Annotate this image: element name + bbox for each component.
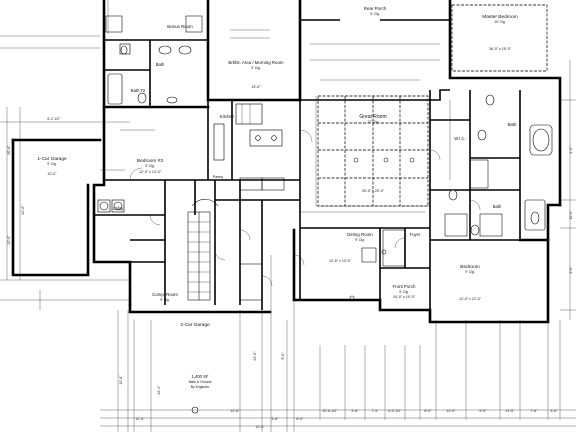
dim-g1: 22'-4" — [157, 385, 161, 395]
dim-b2: 20'-6 1/2" — [322, 409, 338, 413]
label-bedroom-2: Bedroom — [460, 264, 479, 270]
dim-b5: 6'-0 1/2" — [388, 409, 402, 413]
floor-title-2: Main & Ground — [189, 380, 212, 384]
dim-r2: 15'-0" — [569, 210, 573, 220]
dim-b3: 9'-8" — [351, 409, 359, 413]
dim-left-c: 20'-6" — [7, 145, 11, 155]
label-bath-2: Bath #2 — [131, 88, 146, 93]
dim-b8: 9'-9" — [479, 409, 487, 413]
label-master-clg: 10' Clg. — [494, 20, 505, 24]
fixtures — [97, 15, 553, 301]
dim-dining: 12'-6" x 13'-0" — [329, 259, 352, 263]
dim-b6: 8'-0" — [424, 409, 432, 413]
label-kitchen: Kitchen — [220, 114, 235, 119]
label-bath-3: Bath — [508, 122, 517, 127]
dim-br2: 12'-0" x 12'-0" — [459, 297, 482, 301]
label-dining-room: Dining Room — [347, 232, 373, 237]
dim-garage1: 12'-0" — [47, 172, 57, 176]
dim-b12: 12'-9" — [135, 417, 145, 421]
label-bonus: Bonus Room — [167, 24, 193, 29]
label-master-bedroom: Master Bedroom — [482, 14, 517, 20]
dim-morning: 13'-0" — [251, 85, 261, 89]
dim-b10: 7'-6" — [530, 409, 538, 413]
dim-b11: 3'-6" — [550, 409, 558, 413]
label-pantry: Pantry — [213, 175, 224, 179]
label-wic: W.I.C. — [454, 136, 465, 141]
dim-g3: 24'-0" — [253, 351, 257, 361]
dimension-labels: 6'-2 1/2" 22'-0" 22'-0" 20'-6" 12'-6" 22… — [7, 117, 573, 429]
label-bath-4: Bath — [493, 204, 502, 209]
label-great-room: Great Room — [359, 114, 386, 120]
label-comp-room: Comp. Room — [152, 292, 178, 297]
dim-b4: 7'-4" — [371, 409, 379, 413]
dim-top-overall: 6'-2 1/2" — [47, 117, 61, 121]
dim-overall-bottom: 12'-0" — [255, 425, 265, 429]
label-utility: Utility — [113, 206, 125, 211]
label-foyer: Foyer — [410, 232, 421, 237]
label-dining-clg: 9' Clg. — [355, 238, 365, 242]
label-great-clg: 12' Clg. — [367, 120, 378, 124]
label-rear-porch: Rear Porch — [364, 6, 387, 11]
label-porch-clg: 9' Clg. — [399, 290, 409, 294]
dim-b14: 6'-0" — [296, 417, 304, 421]
label-1-car-garage: 1-Car Garage — [37, 156, 67, 162]
dim-garage-depth: 22'-0" — [21, 205, 25, 215]
dim-b9: 13'-6" — [505, 409, 515, 413]
label-2-car-garage: 2-Car Garage — [180, 322, 210, 328]
reference-marks — [100, 29, 451, 414]
label-bedroom-3: Bedroom #3 — [137, 158, 163, 164]
dim-br3: 12'-0" x 13'-0" — [139, 170, 162, 174]
label-front-porch: Front Porch — [393, 284, 416, 289]
floor-title-1: 1,400 SF — [192, 374, 209, 379]
label-morning-room: Brkfst. Area / Morning Room — [228, 60, 283, 65]
ceiling-beams — [315, 4, 548, 207]
label-morning-clg: 9' Clg. — [251, 66, 261, 70]
dim-r1: 4'-0" — [569, 146, 573, 154]
dim-b13: 3'-6" — [271, 417, 279, 421]
stairs — [187, 198, 219, 301]
dim-left-b: 22'-0" — [7, 235, 11, 245]
floor-title-3: By Engineer — [191, 385, 210, 389]
dim-b1: 12'-6" — [230, 409, 240, 413]
label-rear-porch-clg: 9' Clg. — [370, 12, 380, 16]
dim-master: 16'-0" x 15'-0" — [489, 47, 512, 51]
dim-left-d: 12'-6" — [119, 375, 123, 385]
label-comp-clg: 9' Clg. — [160, 298, 170, 302]
dim-r3: 9'-6" — [569, 266, 573, 274]
label-br3-clg: 9' Clg. — [145, 164, 155, 168]
dim-b7: 12'-0" — [446, 409, 456, 413]
room-labels: Bonus Room Rear Porch 9' Clg. Master Bed… — [37, 6, 517, 389]
exterior-walls — [11, 0, 562, 324]
dim-great: 20'-0" x 20'-0" — [362, 189, 385, 193]
label-br2-clg: 9' Clg. — [465, 270, 475, 274]
label-garage1-clg: 9' Clg. — [47, 162, 57, 166]
dim-porch: 24'-0" x 10'-0" — [393, 295, 416, 299]
label-bath: Bath — [156, 62, 165, 67]
dim-g2: 9'-0" — [281, 352, 285, 360]
